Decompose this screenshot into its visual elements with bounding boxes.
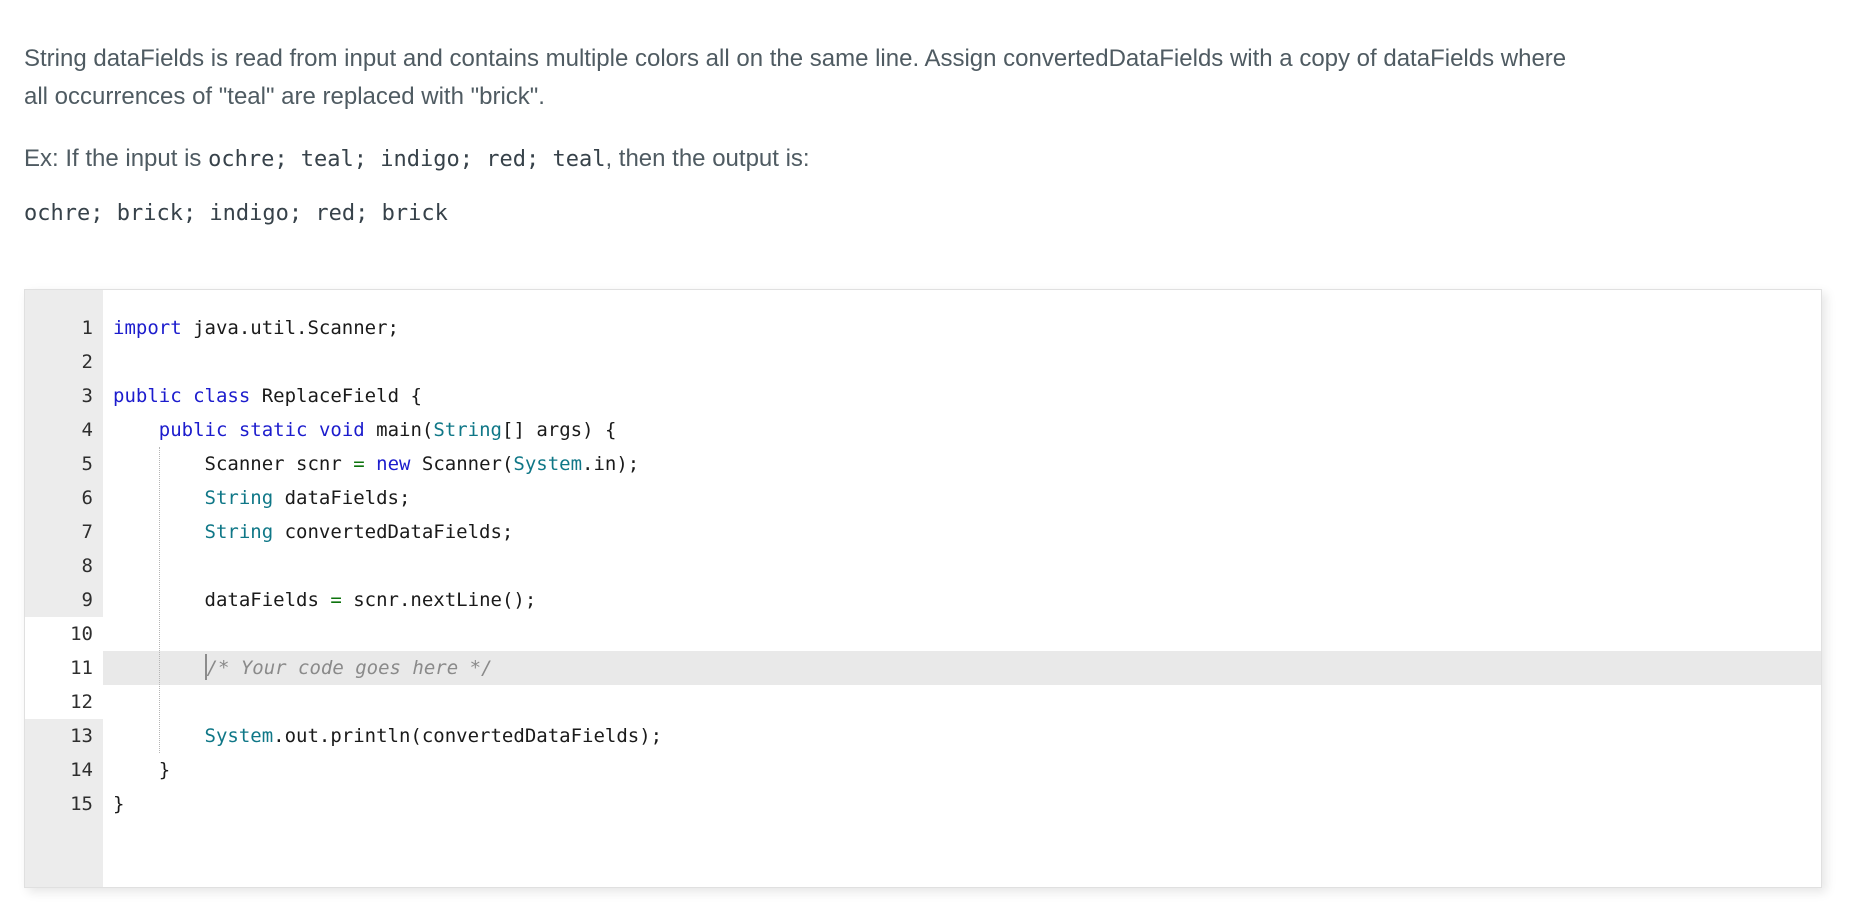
- code-segment: [308, 419, 319, 441]
- code-line: 10: [25, 617, 1821, 651]
- code-segment: .out.println(convertedDataFields);: [273, 725, 663, 747]
- code-segment: }: [113, 793, 125, 815]
- code-text[interactable]: import java.util.Scanner;: [103, 311, 1821, 345]
- code-text[interactable]: [103, 617, 1821, 651]
- line-number: 2: [25, 345, 103, 379]
- code-segment: dataFields;: [273, 487, 411, 509]
- problem-statement: String dataFields is read from input and…: [24, 45, 1567, 110]
- code-segment: import: [113, 317, 182, 339]
- line-number: 10: [25, 617, 103, 651]
- code-segment: main(: [364, 419, 434, 441]
- code-segment: =: [330, 589, 342, 611]
- code-segment: String: [204, 487, 274, 509]
- code-segment: Scanner(: [410, 453, 514, 475]
- line-number: 15: [25, 787, 103, 821]
- line-number: 7: [25, 515, 103, 549]
- line-number: 9: [25, 583, 103, 617]
- code-segment: public: [113, 385, 182, 407]
- code-line: 5 Scanner scnr = new Scanner(System.in);: [25, 447, 1821, 481]
- example-line: Ex: If the input is ochre; teal; indigo;…: [24, 140, 1830, 179]
- example-input-code: ochre; teal; indigo; red; teal: [208, 147, 606, 172]
- code-line: 2: [25, 345, 1821, 379]
- code-segment: ReplaceField {: [250, 385, 422, 407]
- code-segment: [227, 419, 238, 441]
- text-cursor: [204, 654, 207, 680]
- code-line: 15}: [25, 787, 1821, 821]
- indent-guide: [159, 447, 160, 753]
- code-segment: public: [158, 419, 228, 441]
- example-output-code: ochre; brick; indigo; red; brick: [24, 201, 448, 226]
- code-segment: String: [433, 419, 502, 441]
- code-text[interactable]: [103, 549, 1821, 583]
- code-line: 11 /* Your code goes here */: [25, 651, 1821, 685]
- line-number: 6: [25, 481, 103, 515]
- code-segment: .in);: [582, 453, 640, 475]
- code-segment: =: [353, 453, 365, 475]
- code-text[interactable]: }: [103, 787, 1821, 821]
- code-text[interactable]: String convertedDataFields;: [103, 515, 1821, 549]
- code-line: 13 System.out.println(convertedDataField…: [25, 719, 1821, 753]
- code-segment: System: [513, 453, 583, 475]
- code-segment: convertedDataFields;: [273, 521, 514, 543]
- example-prefix: Ex: If the input is: [24, 145, 209, 172]
- code-text[interactable]: System.out.println(convertedDataFields);: [103, 719, 1821, 753]
- example-suffix: , then the output is:: [605, 145, 810, 172]
- code-segment: String: [204, 521, 274, 543]
- code-text[interactable]: [103, 345, 1821, 379]
- code-line: 12: [25, 685, 1821, 719]
- line-number: 8: [25, 549, 103, 583]
- code-line: 9 dataFields = scnr.nextLine();: [25, 583, 1821, 617]
- code-text[interactable]: /* Your code goes here */: [103, 651, 1821, 685]
- exercise-page: String dataFields is read from input and…: [24, 45, 1830, 888]
- code-text[interactable]: public static void main(String[] args) {: [103, 413, 1821, 447]
- line-number: 3: [25, 379, 103, 413]
- line-number: 5: [25, 447, 103, 481]
- code-segment: class: [193, 385, 251, 407]
- code-text[interactable]: public class ReplaceField {: [103, 379, 1821, 413]
- code-segment: scnr.nextLine();: [341, 589, 537, 611]
- code-segment: [182, 385, 193, 407]
- code-text[interactable]: Scanner scnr = new Scanner(System.in);: [103, 447, 1821, 481]
- code-segment: [] args) {: [502, 419, 617, 441]
- code-segment: void: [318, 419, 365, 441]
- line-number: 12: [25, 685, 103, 719]
- code-segment: new: [376, 453, 411, 475]
- code-segment: [365, 453, 376, 475]
- code-text[interactable]: String dataFields;: [103, 481, 1821, 515]
- code-line: 6 String dataFields;: [25, 481, 1821, 515]
- code-segment: Scanner scnr: [113, 453, 354, 475]
- line-number: 4: [25, 413, 103, 447]
- code-text[interactable]: }: [103, 753, 1821, 787]
- code-line: 7 String convertedDataFields;: [25, 515, 1821, 549]
- code-line: 4 public static void main(String[] args)…: [25, 413, 1821, 447]
- code-text[interactable]: [103, 685, 1821, 719]
- line-number: 11: [25, 651, 103, 685]
- code-segment: dataFields: [113, 589, 331, 611]
- code-segment: }: [113, 759, 171, 781]
- code-segment: [113, 419, 159, 441]
- code-segment: static: [238, 419, 308, 441]
- code-line: 14 }: [25, 753, 1821, 787]
- line-number: 14: [25, 753, 103, 787]
- code-segment: /* Your code goes here */: [206, 657, 493, 679]
- line-number: 13: [25, 719, 103, 753]
- line-number: 1: [25, 311, 103, 345]
- code-line: 8: [25, 549, 1821, 583]
- code-segment: java.util.Scanner;: [181, 317, 399, 339]
- code-text[interactable]: dataFields = scnr.nextLine();: [103, 583, 1821, 617]
- code-segment: System: [204, 725, 274, 747]
